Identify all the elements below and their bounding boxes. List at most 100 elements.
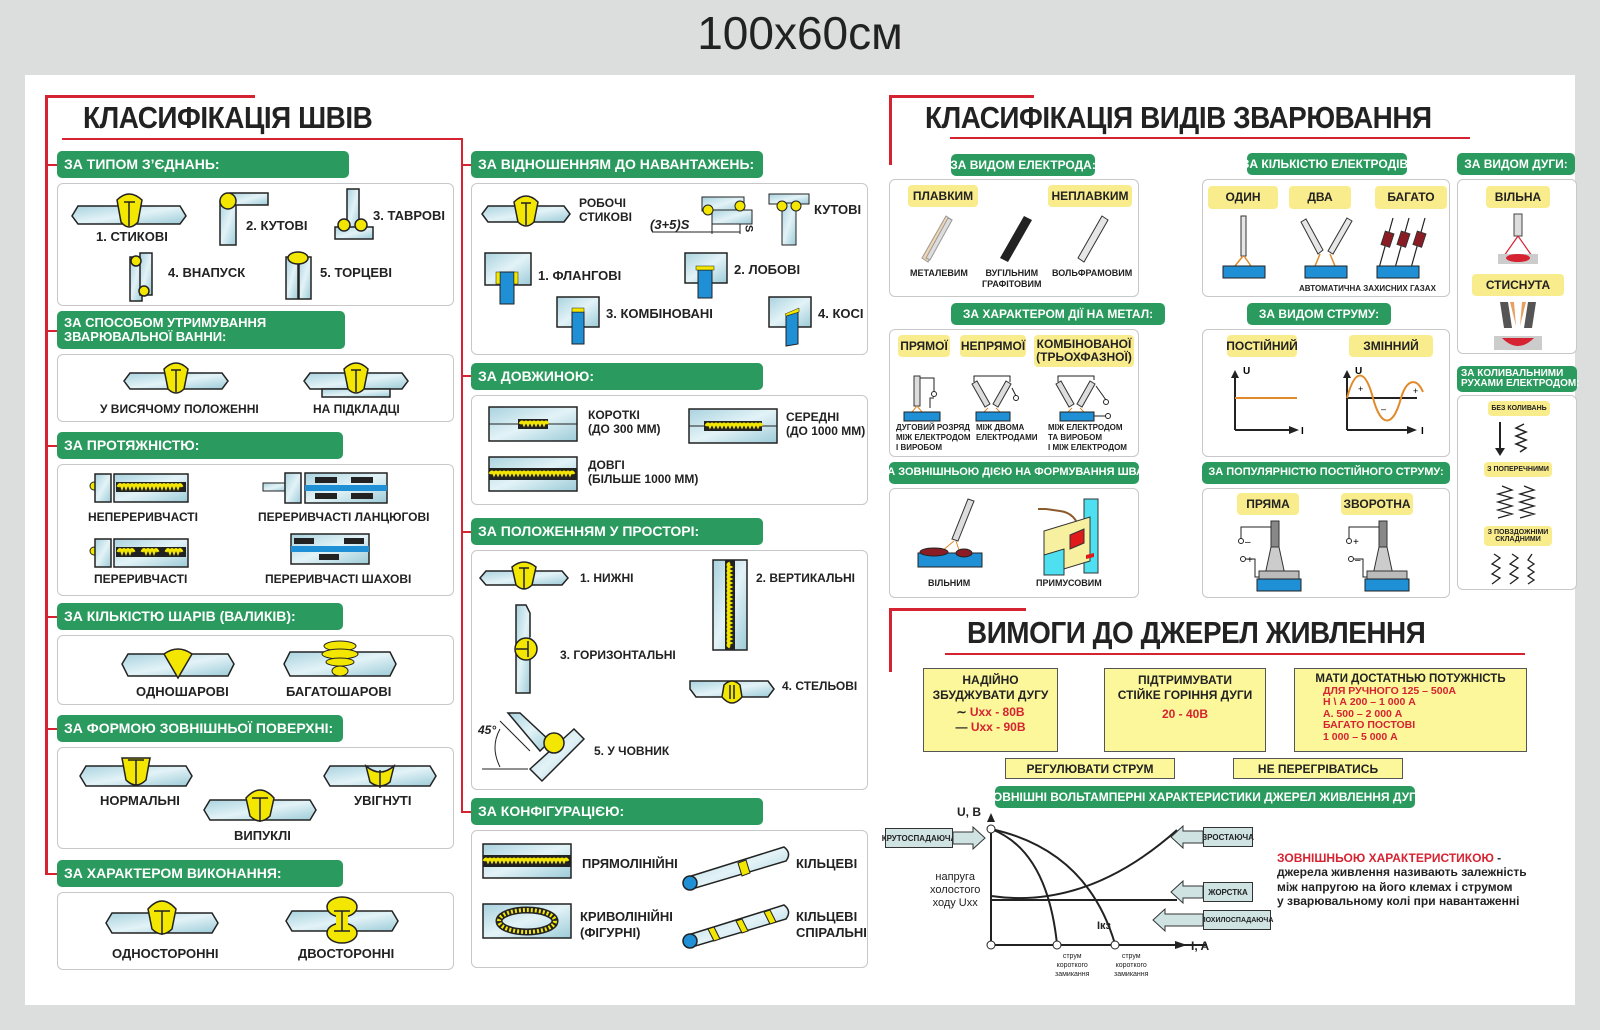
normal-surface-icon <box>79 757 193 787</box>
long-name: ДОВГІ <box>588 458 625 472</box>
ac-plus: + <box>1358 384 1363 394</box>
short-seam-label: КОРОТКІ(ДО 300 ММ) <box>588 408 661 437</box>
sc2-line: замикання <box>1114 970 1149 978</box>
ac-plus-2: + <box>1413 386 1418 396</box>
lap-dimension-icon <box>652 196 753 234</box>
vertical-position-icon <box>712 559 748 651</box>
req1-dc: Uxx - 90B <box>970 720 1026 734</box>
spiral-line2: СПІРАЛЬНІ <box>796 924 867 940</box>
pool-holding-header-l1: ЗА СПОСОБОМ УТРИМУВАННЯ <box>64 315 267 331</box>
thickness-mark: S <box>742 224 755 233</box>
tag-transverse: З ПОПЕРЕЧНИМИ <box>1484 462 1552 477</box>
curved-seam-icon <box>482 903 572 939</box>
long-seam-label: ДОВГІ(БІЛЬШЕ 1000 ММ) <box>588 458 698 487</box>
polarity-plus: + <box>1247 555 1253 566</box>
req-regulate-current: РЕГУЛЮВАТИ СТРУМ <box>1005 758 1175 779</box>
intermittent-seam-icon <box>89 538 189 568</box>
tag-direct-polarity: ПРЯМА <box>1237 493 1299 515</box>
rigid-tag: ЖОРСТКА <box>1203 882 1253 902</box>
joint-corner-label: 2. КУТОВІ <box>246 218 308 233</box>
vertical-position-label: 2. ВЕРТИКАЛЬНІ <box>756 571 855 585</box>
one-sided-icon <box>105 900 219 935</box>
electrode-count-panel: ОДИН ДВА БАГАТО АВТОМАТИЧНА ЗАХИСНИХ ГАЗ… <box>1202 179 1450 297</box>
ac-u-label: U <box>1355 366 1362 377</box>
tag-direct-action: ПРЯМОЇ <box>898 335 950 357</box>
one-sided-label: ОДНОСТОРОННІ <box>112 946 219 961</box>
staggered-intermittent-icon <box>290 533 370 565</box>
long-range: (БІЛЬШЕ 1000 ММ) <box>588 472 699 487</box>
flank-seam-icon <box>484 252 532 305</box>
desc-line: ЕЛЕКТРОДАМИ <box>976 433 1038 442</box>
metal-action-header: ЗА ХАРАКТЕРОМ ДІЇ НА МЕТАЛ: <box>951 303 1165 325</box>
connector <box>45 445 57 447</box>
red-tree-line <box>45 95 48 875</box>
polarity-plus: + <box>1353 537 1359 548</box>
red-frame-line <box>889 608 892 672</box>
reverse-polarity-icon: + – <box>1346 520 1410 592</box>
two-electrodes-icon <box>1300 217 1353 279</box>
oscillation-panel: БЕЗ КОЛИВАНЬ З ПОПЕРЕЧНИМИ З ПОВЗДОЖНІМИ… <box>1457 395 1577 590</box>
current-type-panel: ПОСТІЙНИЙ ЗМІННИЙ U I U + – + I <box>1202 329 1450 457</box>
dc-u-label: U <box>1243 366 1250 377</box>
tag-reverse-polarity: ЗВОРОТНА <box>1341 493 1413 515</box>
tungsten-electrode-label: ВОЛЬФРАМОВИМ <box>1052 268 1133 278</box>
req2-value: 20 - 40B <box>1161 707 1209 721</box>
free-arc-icon <box>1498 213 1538 264</box>
steep-tag: КРУТОСПАДАЮЧА <box>882 828 956 848</box>
boat-position-label: 5. У ЧОВНИК <box>594 744 670 758</box>
oblique-seam-icon <box>768 296 812 347</box>
corner-working-label: КУТОВІ <box>814 202 862 217</box>
forced-forming-icon <box>1038 498 1099 576</box>
longitudinal-icon <box>1490 553 1536 585</box>
uxx-point <box>986 824 996 834</box>
single-layer-icon <box>121 648 235 680</box>
flat-position-label: 1. НИЖНІ <box>580 571 634 585</box>
tee-joint-icon <box>334 188 374 240</box>
req2-line2: СТІЙКЕ ГОРІННЯ ДУГИ <box>1117 688 1253 702</box>
red-frame-line <box>889 608 1026 611</box>
tag-ac: ЗМІННИЙ <box>1349 335 1433 357</box>
ac-graph-icon: U + – + I <box>1343 366 1424 437</box>
butt-joint-icon <box>71 193 187 228</box>
load-header: ЗА ВІДНОШЕННЯМ ДО НАВАНТАЖЕНЬ: <box>471 151 763 178</box>
backing-strip-label: НА ПІДКЛАДЦІ <box>313 402 400 416</box>
polarity-minus: – <box>1245 537 1251 548</box>
combined-line1: КОМБІНОВАНОЇ <box>1036 337 1132 352</box>
polarity-minus: – <box>1355 555 1361 566</box>
joint-butt-label: 1. СТИКОВІ <box>96 229 168 244</box>
carbon-line1: ВУГІЛЬНИМ <box>985 268 1039 278</box>
oblique-seam-label: 4. КОСІ <box>818 306 864 321</box>
overlap-formula: (3+5)S <box>650 217 690 232</box>
extent-panel: НЕПЕРЕРИВЧАСТІ ПЕРЕРИВЧАСТІ ЛАНЦЮГОВІ ПЕ… <box>57 464 454 596</box>
req2-line1: ПІДТРИМУВАТИ <box>1137 673 1233 687</box>
direct-polarity-icon: – + <box>1238 520 1302 592</box>
combined-seam-icon <box>556 296 600 345</box>
pool-holding-panel: У ВИСЯЧОМУ ПОЛОЖЕННІ НА ПІДКЛАДЦІ <box>57 354 454 422</box>
horizontal-position-icon <box>514 604 538 694</box>
desc-line: ДУГОВИЙ РОЗРЯД <box>896 423 970 432</box>
dc-i-label: I <box>1301 426 1304 437</box>
forming-header: ЗА ЗОВНІШНЬОЮ ДІЄЮ НА ФОРМУВАННЯ ШВА: <box>880 462 1148 484</box>
staggered-intermittent-label: ПЕРЕРИВЧАСТІ ШАХОВІ <box>265 572 412 586</box>
multi-layer-label: БАГАТОШАРОВІ <box>286 684 392 699</box>
config-header: ЗА КОНФІГУРАЦІЄЮ: <box>471 798 763 825</box>
y-axis-label: U, B <box>957 805 981 819</box>
connector <box>45 728 57 730</box>
corner-joint-icon <box>219 192 269 246</box>
tag-compressed-arc: СТИСНУТА <box>1472 274 1564 296</box>
definition-line3: у зварювальному колі при навантаженні <box>1277 894 1520 909</box>
config-panel: ПРЯМОЛІНІЙНІ КРИВОЛІНІЙНІ(ФІГУРНІ) КІЛЬЦ… <box>471 830 868 968</box>
rising-curve <box>990 829 1178 900</box>
req1-ac: Uxx - 80B <box>969 705 1025 719</box>
normal-surface-label: НОРМАЛЬНІ <box>100 793 180 808</box>
overhead-position-label: 4. СТЕЛЬОВІ <box>782 679 858 693</box>
compressed-arc-icon <box>1494 302 1542 350</box>
sc1-line: короткого <box>1056 961 1088 969</box>
definition-term: ЗОВНІШНЬОЮ ХАРАКТЕРИСТИКОЮ <box>1277 851 1494 865</box>
tag-no-oscillation: БЕЗ КОЛИВАНЬ <box>1488 401 1550 416</box>
